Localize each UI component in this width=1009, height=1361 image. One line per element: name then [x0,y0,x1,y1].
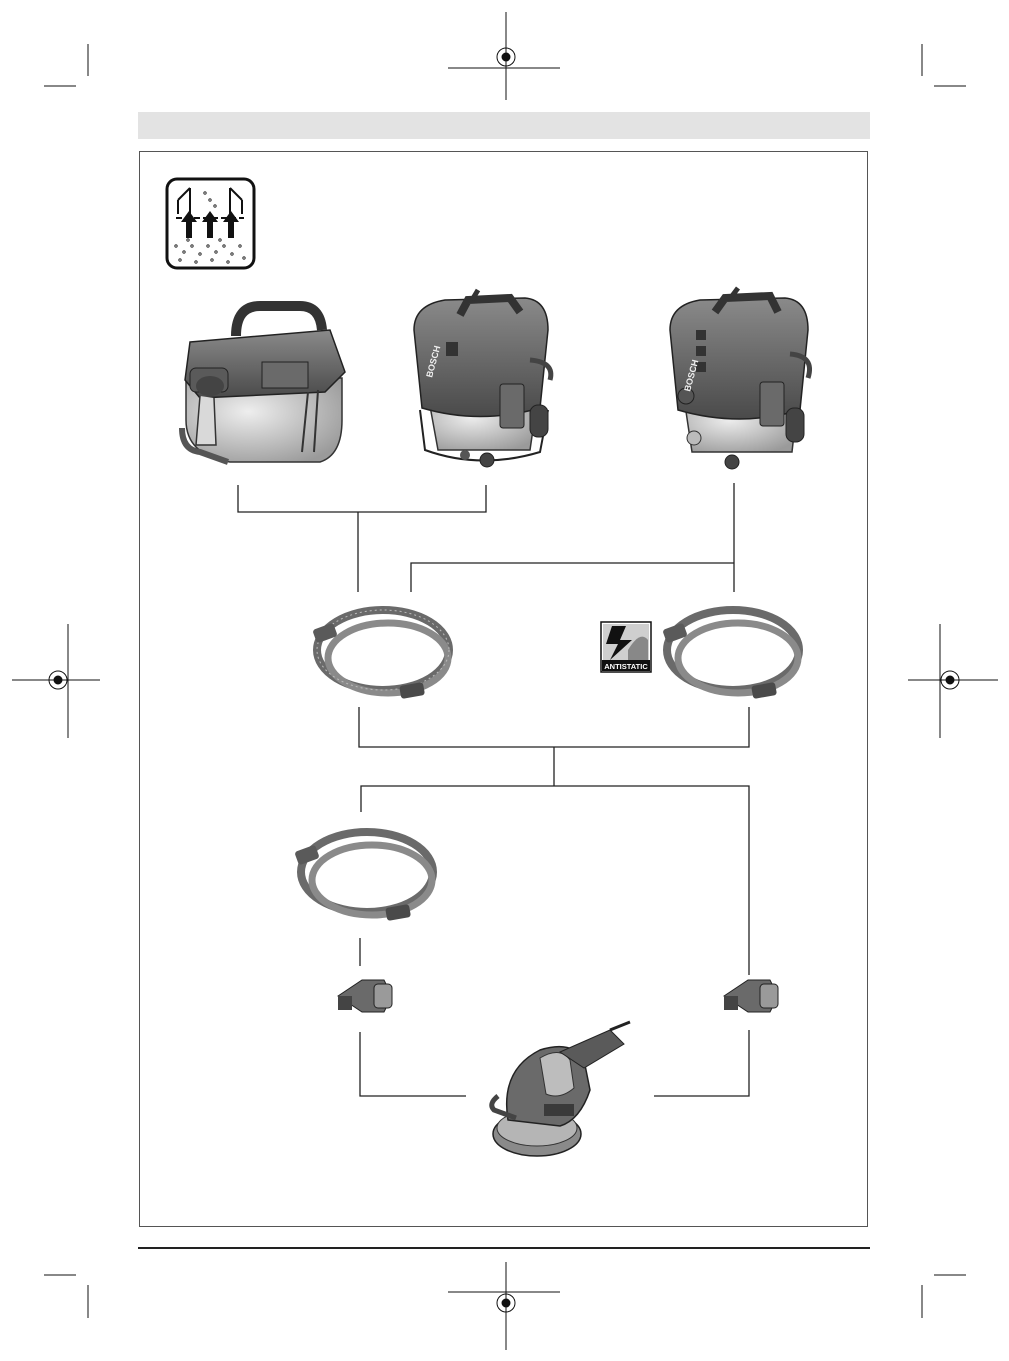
connector-line [360,1032,466,1096]
wet-dry-vacuum-with-socket: BOSCH [670,288,810,469]
random-orbit-sander [492,1022,630,1156]
wet-dry-vacuum: BOSCH [414,290,551,467]
crosshair-icon [448,12,560,100]
connector-lines [238,483,749,1096]
connector-line [238,485,486,512]
antistatic-extraction-hose [662,610,799,699]
crosshair-icon [12,624,100,738]
connector-line [654,1030,749,1096]
crosshair-icon [908,624,998,738]
connector-line [359,707,749,747]
connector-line [411,563,734,592]
hose-adapter [724,980,778,1012]
antistatic-label: ANTISTATIC [604,662,648,671]
compact-vacuum [182,306,345,462]
hose-adapter [338,980,392,1012]
extraction-hose [312,610,449,699]
crosshair-icon [448,1262,560,1350]
antistatic-lightning-icon: ANTISTATIC [601,622,651,672]
connector-line [361,786,749,975]
extraction-hose [294,832,433,921]
dust-extraction-icon [167,179,254,268]
